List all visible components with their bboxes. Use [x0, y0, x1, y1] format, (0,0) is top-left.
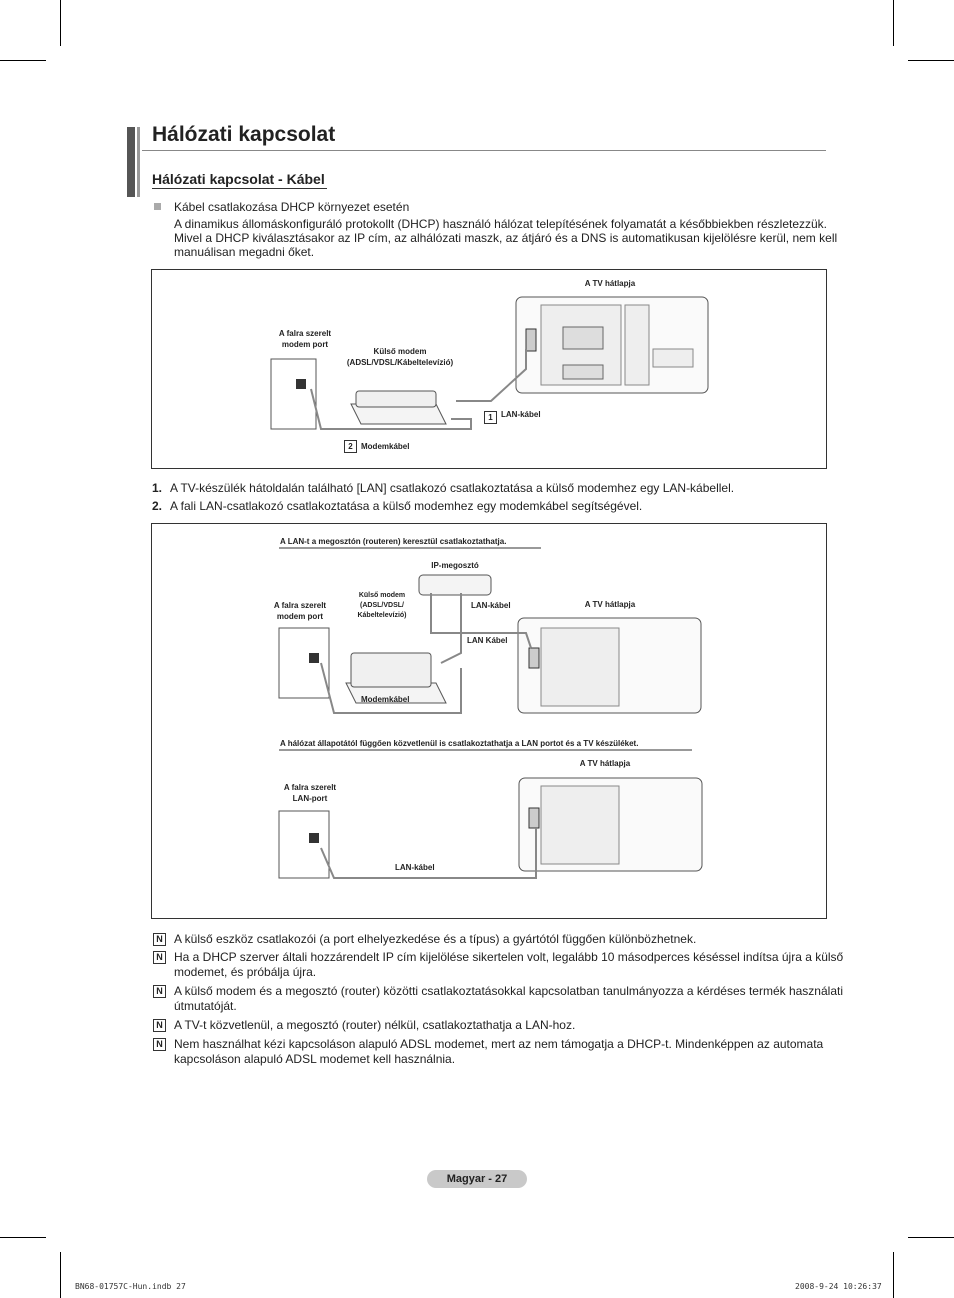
tv-back-label: A TV hátlapja: [584, 600, 636, 609]
modem-cable-label: Modemkábel: [361, 442, 410, 451]
crop-mark: [0, 60, 46, 61]
diagram2-drawing: [278, 547, 703, 879]
crop-mark: [908, 60, 954, 61]
step-number: 2.: [152, 499, 163, 513]
diagram-box: [151, 523, 827, 919]
wall-port-label: modem port: [276, 612, 324, 621]
step-number-badge: 2: [344, 440, 357, 453]
tv-lan-port: [525, 328, 537, 352]
note-icon: N: [153, 1038, 166, 1051]
modem-cable-line: [310, 388, 472, 430]
wall-port-label: A falra szerelt: [283, 783, 337, 792]
wall-port-label: modem port: [281, 340, 329, 349]
crop-mark: [0, 1237, 46, 1238]
print-file-info: BN68-01757C-Hun.indb 27: [75, 1282, 186, 1291]
note-icon: N: [153, 933, 166, 946]
note-text: modemet, és próbálja újra.: [174, 965, 317, 979]
step-number: 1.: [152, 481, 163, 495]
lan-cable-line: [430, 593, 532, 649]
wall-port-label: LAN-port: [292, 794, 328, 803]
wall-plate: [278, 627, 330, 699]
lan-cable-label: LAN-kábel: [501, 410, 541, 419]
tv-back-label: A TV hátlapja: [579, 759, 631, 768]
bullet-text-line: Mivel a DHCP kiválasztásakor az IP cím, …: [174, 231, 838, 245]
modem-cable-label: Modemkábel: [361, 695, 410, 704]
wall-port-label: A falra szerelt: [278, 329, 332, 338]
tv-connector-block: [652, 348, 694, 368]
page-number-badge: Magyar - 27: [427, 1170, 527, 1188]
lan-cable-label: LAN Kábel: [467, 636, 508, 645]
modem-label: (ADSL/VDSL/Kábeltelevízió): [346, 358, 454, 367]
diagram-heading: A hálózat állapotától függően közvetlenü…: [280, 739, 639, 748]
modem-device: [355, 390, 437, 408]
page-title: Hálózati kapcsolat: [152, 123, 336, 146]
diagram-box: [151, 269, 827, 469]
tv-connector-block: [540, 785, 620, 865]
crop-mark: [893, 0, 894, 46]
note-text: A külső modem és a megosztó (router) köz…: [174, 984, 843, 998]
router-device: [418, 574, 492, 596]
lan-cable-label: LAN-kábel: [395, 863, 435, 872]
note-text: A TV-t közvetlenül, a megosztó (router) …: [174, 1018, 576, 1032]
modem-cable-line: [320, 662, 462, 714]
tv-connector-block: [562, 364, 604, 380]
wall-plate: [270, 358, 317, 430]
step-number-badge: 1: [484, 411, 497, 424]
print-date-info: 2008-9-24 10:26:37: [795, 1282, 882, 1291]
tv-connector-block: [562, 326, 604, 350]
step-text: A TV-készülék hátoldalán található [LAN]…: [170, 481, 735, 495]
tv-lan-port: [528, 807, 540, 829]
step-text: A fali LAN-csatlakozó csatlakoztatása a …: [170, 499, 643, 513]
crop-mark: [893, 1252, 894, 1298]
wall-port: [309, 653, 319, 663]
diagram-heading: A LAN-t a megosztón (routeren) keresztül…: [280, 537, 507, 546]
lan-cable-line: [456, 349, 527, 402]
title-divider: [142, 150, 826, 151]
modem-label: Külső modem: [358, 592, 406, 599]
bullet-heading: Kábel csatlakozása DHCP környezet esetén: [174, 200, 410, 214]
modem-label: Külső modem: [373, 347, 427, 356]
note-icon: N: [153, 985, 166, 998]
diagram1-drawing: [270, 296, 709, 430]
lan-cable-label: LAN-kábel: [471, 601, 511, 610]
lan-cable-line: [320, 828, 537, 879]
modem-device: [350, 652, 432, 688]
note-text: kapcsoláson alapuló ADSL modemet kell ha…: [174, 1052, 456, 1066]
tv-lan-port: [528, 647, 540, 669]
bullet-text-line: manuálisan megadni őket.: [174, 245, 315, 259]
crop-mark: [908, 1237, 954, 1238]
modem-label: Kábeltelevízió): [357, 612, 407, 619]
wall-port: [309, 833, 319, 843]
wall-plate: [278, 810, 330, 879]
tv-back-label: A TV hátlapja: [584, 279, 636, 288]
bullet-square-icon: [154, 203, 161, 210]
ip-sharer-label: IP-megosztó: [431, 561, 479, 570]
bullet-text-line: A dinamikus állomáskonfiguráló protokoll…: [174, 217, 828, 231]
title-bar-decoration: [127, 127, 135, 197]
subtitle-underline: [152, 188, 327, 189]
tv-connector-block: [624, 304, 650, 386]
note-text: Nem használhat kézi kapcsoláson alapuló …: [174, 1037, 824, 1051]
crop-mark: [60, 1252, 61, 1298]
tv-connector-block: [540, 627, 620, 707]
title-bar-decoration: [137, 127, 140, 197]
note-icon: N: [153, 951, 166, 964]
wall-port-label: A falra szerelt: [273, 601, 327, 610]
lan-cable-line: [440, 593, 462, 664]
note-text: útmutatóját.: [174, 999, 237, 1013]
section-subtitle: Hálózati kapcsolat - Kábel: [152, 171, 325, 187]
note-text: A külső eszköz csatlakozói (a port elhel…: [174, 932, 697, 946]
modem-label: (ADSL/VDSL/: [360, 602, 404, 609]
note-text: Ha a DHCP szerver általi hozzárendelt IP…: [174, 950, 844, 964]
crop-mark: [60, 0, 61, 46]
note-icon: N: [153, 1019, 166, 1032]
wall-port: [296, 379, 306, 389]
